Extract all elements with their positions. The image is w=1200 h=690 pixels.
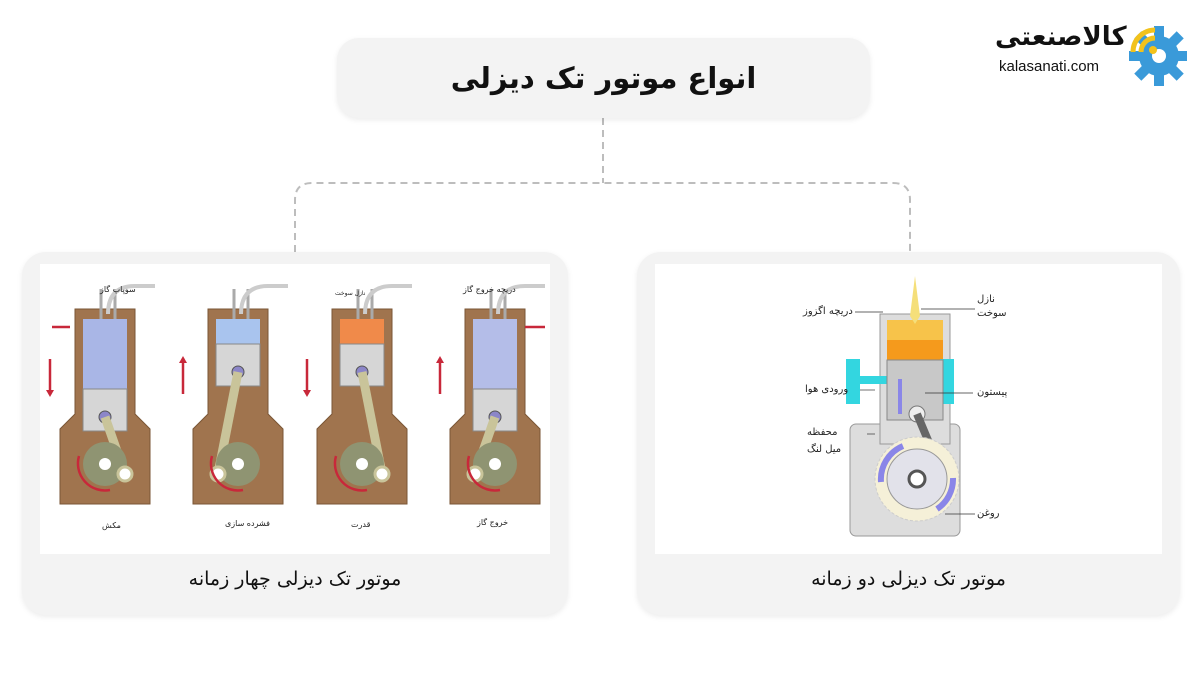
title-box: انواع موتور تک دیزلی bbox=[337, 38, 870, 118]
logo: کالاصنعتی kalasanati.com bbox=[995, 22, 1187, 86]
stroke-power: قدرت bbox=[351, 520, 371, 529]
two-stroke-card: دریچه اگزوز نازل سوخت ورودی هوا پیستون م… bbox=[637, 252, 1180, 615]
two-stroke-caption: موتور تک دیزلی دو زمانه bbox=[811, 568, 1006, 590]
label-exhaust-valve: دریچه خروج گاز bbox=[463, 285, 516, 294]
two-stroke-diagram: دریچه اگزوز نازل سوخت ورودی هوا پیستون م… bbox=[655, 264, 1162, 554]
logo-text: کالاصنعتی bbox=[995, 22, 1127, 52]
four-stroke-caption: موتور تک دیزلی چهار زمانه bbox=[188, 568, 402, 590]
label-fuel: سوخت bbox=[977, 308, 1007, 319]
logo-domain: kalasanati.com bbox=[999, 58, 1100, 75]
four-stroke-card: سوپاپ گاز نازل سوخت دریچه خروج گاز مکش ف… bbox=[22, 252, 568, 615]
label-oil: روغن bbox=[977, 508, 1000, 519]
label-air-inlet: ورودی هوا bbox=[805, 384, 849, 395]
stroke-exhaust: خروج گاز bbox=[477, 518, 509, 527]
label-crankshaft: میل لنگ bbox=[807, 444, 842, 455]
stroke-compression: فشرده سازی bbox=[225, 519, 270, 528]
engine-stroke-1 bbox=[46, 284, 155, 505]
gear-icon bbox=[1129, 26, 1187, 86]
page-title: انواع موتور تک دیزلی bbox=[450, 61, 757, 95]
four-stroke-diagram: سوپاپ گاز نازل سوخت دریچه خروج گاز مکش ف… bbox=[40, 264, 550, 554]
engine-stroke-2 bbox=[179, 284, 288, 505]
engine-stroke-3 bbox=[303, 284, 412, 505]
label-nozzle: نازل bbox=[977, 294, 995, 305]
stroke-intake: مکش bbox=[102, 521, 121, 530]
label-housing: محفظه bbox=[807, 427, 838, 438]
two-stroke-engine bbox=[846, 276, 975, 537]
label-fuel-nozzle: نازل سوخت bbox=[335, 290, 366, 297]
engine-stroke-4 bbox=[436, 284, 545, 505]
label-piston: پیستون bbox=[977, 387, 1008, 398]
label-exhaust-port: دریچه اگزوز bbox=[803, 306, 853, 317]
label-intake-valve: سوپاپ گاز bbox=[100, 285, 136, 294]
